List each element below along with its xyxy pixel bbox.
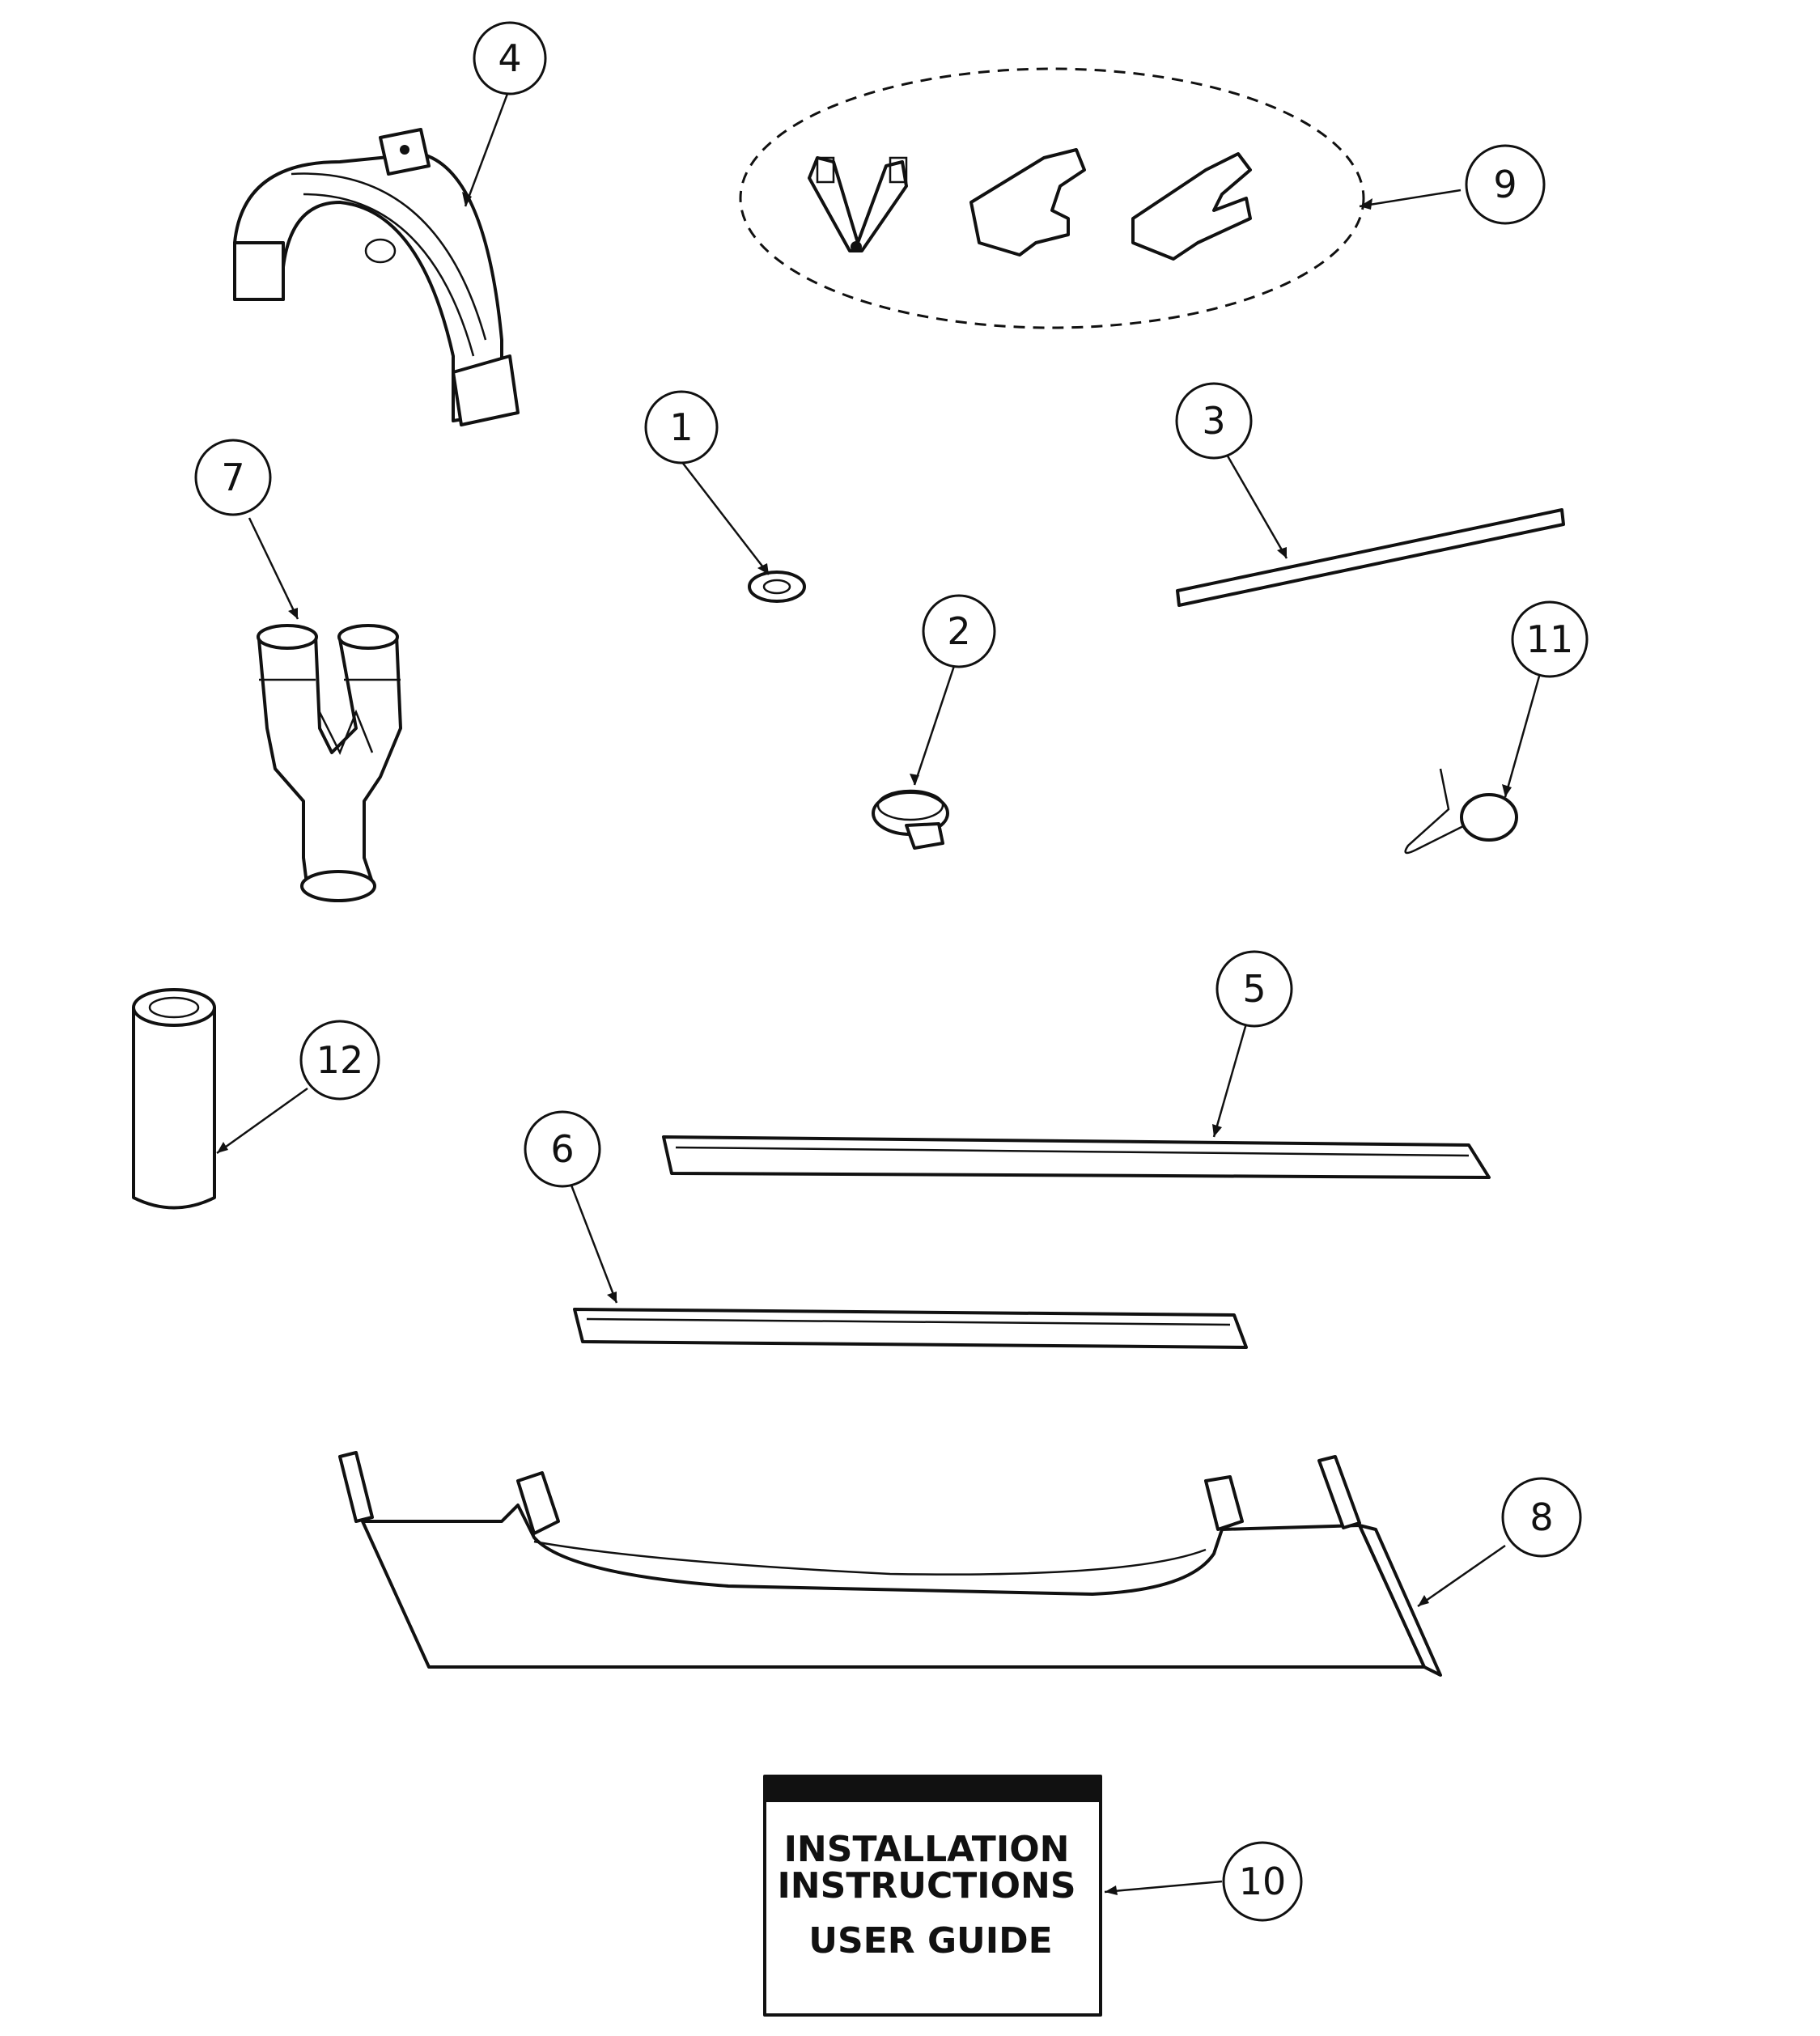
leader-12 xyxy=(216,1087,308,1155)
callout-3: 3 xyxy=(1175,382,1253,460)
callout-10: 10 xyxy=(1222,1841,1303,1922)
part-1-washer xyxy=(748,571,806,603)
leader-10 xyxy=(1104,1880,1223,1894)
callout-11: 11 xyxy=(1511,600,1589,678)
part-10-booklet: INSTALLATION INSTRUCTIONS USER GUIDE xyxy=(763,1775,1102,2017)
part-4-curved-bracket xyxy=(233,128,520,426)
leader-lines xyxy=(216,87,1543,1895)
callout-label: 2 xyxy=(947,609,970,653)
part-3-rod xyxy=(1176,508,1565,607)
booklet-line-2: INSTRUCTIONS xyxy=(777,1865,1075,1907)
leader-11 xyxy=(1504,667,1543,798)
callout-7: 7 xyxy=(194,439,272,516)
callout-label: 5 xyxy=(1242,967,1266,1011)
callout-6: 6 xyxy=(524,1110,601,1188)
part-6-trim-strip xyxy=(573,1308,1248,1349)
callout-label: 4 xyxy=(498,36,521,80)
callout-label: 8 xyxy=(1529,1495,1553,1539)
callout-8: 8 xyxy=(1501,1477,1582,1558)
callout-label: 12 xyxy=(316,1038,364,1082)
leader-4 xyxy=(464,87,511,207)
part-2-hose-clamp xyxy=(872,789,949,850)
booklet-line-3: USER GUIDE xyxy=(808,1920,1052,1962)
part-9-mounting-brackets xyxy=(739,67,1365,329)
part-8-kickplate xyxy=(338,1451,1442,1677)
callout-2: 2 xyxy=(922,594,996,668)
part-11-ring-pin xyxy=(1404,768,1518,855)
callout-5: 5 xyxy=(1215,950,1293,1028)
leader-3 xyxy=(1224,452,1288,559)
part-12-sleeve xyxy=(132,988,216,1210)
part-5-trim-strip xyxy=(662,1135,1491,1179)
callout-label: 7 xyxy=(221,456,244,499)
callout-1: 1 xyxy=(644,390,719,464)
leader-5 xyxy=(1212,1023,1248,1138)
callout-9: 9 xyxy=(1465,144,1546,225)
callout-label: 11 xyxy=(1526,617,1574,661)
callout-label: 10 xyxy=(1239,1860,1287,1903)
callout-12: 12 xyxy=(299,1020,380,1101)
part-7-y-connector xyxy=(257,624,402,902)
leader-9 xyxy=(1359,189,1462,208)
booklet-line-1: INSTALLATION xyxy=(784,1829,1070,1870)
leader-8 xyxy=(1417,1544,1506,1608)
callout-label: 9 xyxy=(1493,163,1517,206)
leader-1 xyxy=(681,460,770,575)
callout-label: 3 xyxy=(1202,399,1225,443)
callout-4: 4 xyxy=(473,21,547,95)
callout-label: 1 xyxy=(669,405,693,449)
leader-6 xyxy=(569,1182,618,1304)
callout-label: 6 xyxy=(550,1127,574,1171)
leader-2 xyxy=(913,663,957,786)
leader-7 xyxy=(248,517,299,620)
